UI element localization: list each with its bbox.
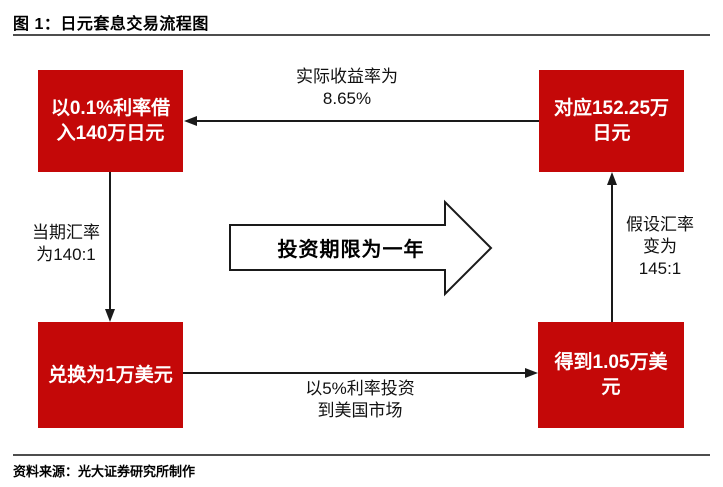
arrow-top-yield [184,116,539,126]
label-actual-yield: 实际收益率为 8.65% [296,67,398,108]
flow-box-exchange-usd: 兑换为1万美元 [38,322,183,428]
label-us-market-investment: 以5%利率投资 到美国市场 [305,379,415,420]
label-current-exchange-rate: 当期汇率 为140:1 [32,223,100,264]
source-note: 资料来源：光大证券研究所制作 [13,464,196,479]
flow-box-receive-usd: 得到1.05万美 元 [538,322,684,428]
footer-rule [13,454,710,456]
flow-box-borrow-yen: 以0.1%利率借 入140万日元 [38,70,183,172]
label-investment-period: 投资期限为一年 [277,239,425,261]
label-assumed-exchange-rate: 假设汇率 变为 145:1 [626,215,694,278]
arrow-bottom-invest [183,368,538,378]
figure-title: 图 1：日元套息交易流程图 [13,16,209,33]
title-rule [13,34,710,36]
flow-box-corresponding-yen: 对应152.25万 日元 [539,70,684,172]
